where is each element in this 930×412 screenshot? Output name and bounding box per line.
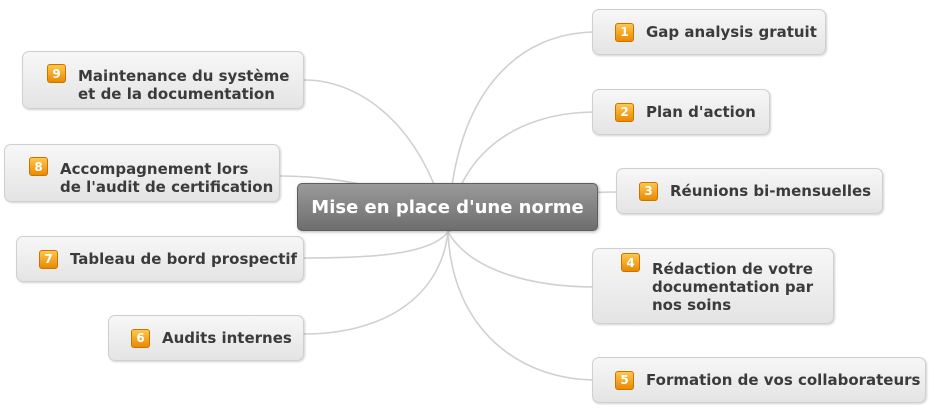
topic-6[interactable]: 6 Audits internes bbox=[108, 315, 304, 361]
number-badge: 8 bbox=[29, 157, 48, 176]
connector-4 bbox=[447, 231, 597, 288]
topic-label: Accompagnement lors de l'audit de certif… bbox=[60, 160, 274, 196]
number-badge: 5 bbox=[615, 370, 634, 390]
central-topic[interactable]: Mise en place d'une norme bbox=[297, 183, 598, 231]
topic-3[interactable]: 3 Réunions bi-mensuelles bbox=[616, 168, 883, 214]
topic-2[interactable]: 2 Plan d'action bbox=[592, 89, 770, 135]
connector-5 bbox=[447, 231, 597, 381]
topic-8[interactable]: 8 Accompagnement lors de l'audit de cert… bbox=[4, 144, 280, 202]
number-badge: 2 bbox=[615, 102, 634, 122]
topic-label: Plan d'action bbox=[646, 103, 756, 121]
number-badge: 3 bbox=[639, 181, 658, 201]
topic-label: Tableau de bord prospectif bbox=[70, 250, 298, 268]
number-badge: 6 bbox=[131, 328, 150, 348]
number-badge: 9 bbox=[47, 64, 66, 83]
topic-7[interactable]: 7 Tableau de bord prospectif bbox=[16, 236, 304, 282]
topic-5[interactable]: 5 Formation de vos collaborateurs bbox=[592, 357, 926, 403]
connector-6 bbox=[303, 231, 449, 335]
topic-label: Maintenance du système et de la document… bbox=[78, 67, 290, 103]
topic-label: Gap analysis gratuit bbox=[646, 23, 817, 41]
topic-1[interactable]: 1 Gap analysis gratuit bbox=[592, 9, 826, 55]
topic-label: Réunions bi-mensuelles bbox=[670, 182, 872, 200]
number-badge: 7 bbox=[39, 249, 58, 269]
topic-label: Formation de vos collaborateurs bbox=[646, 371, 921, 389]
number-badge: 4 bbox=[621, 253, 640, 272]
connector-1 bbox=[447, 31, 597, 233]
topic-9[interactable]: 9 Maintenance du système et de la docume… bbox=[22, 51, 304, 109]
central-topic-label: Mise en place d'une norme bbox=[311, 196, 584, 218]
topic-label: Rédaction de votre documentation par nos… bbox=[652, 260, 814, 314]
topic-4[interactable]: 4 Rédaction de votre documentation par n… bbox=[592, 248, 834, 324]
topic-label: Audits internes bbox=[162, 329, 292, 347]
connector-7 bbox=[303, 231, 449, 259]
number-badge: 1 bbox=[615, 22, 634, 42]
